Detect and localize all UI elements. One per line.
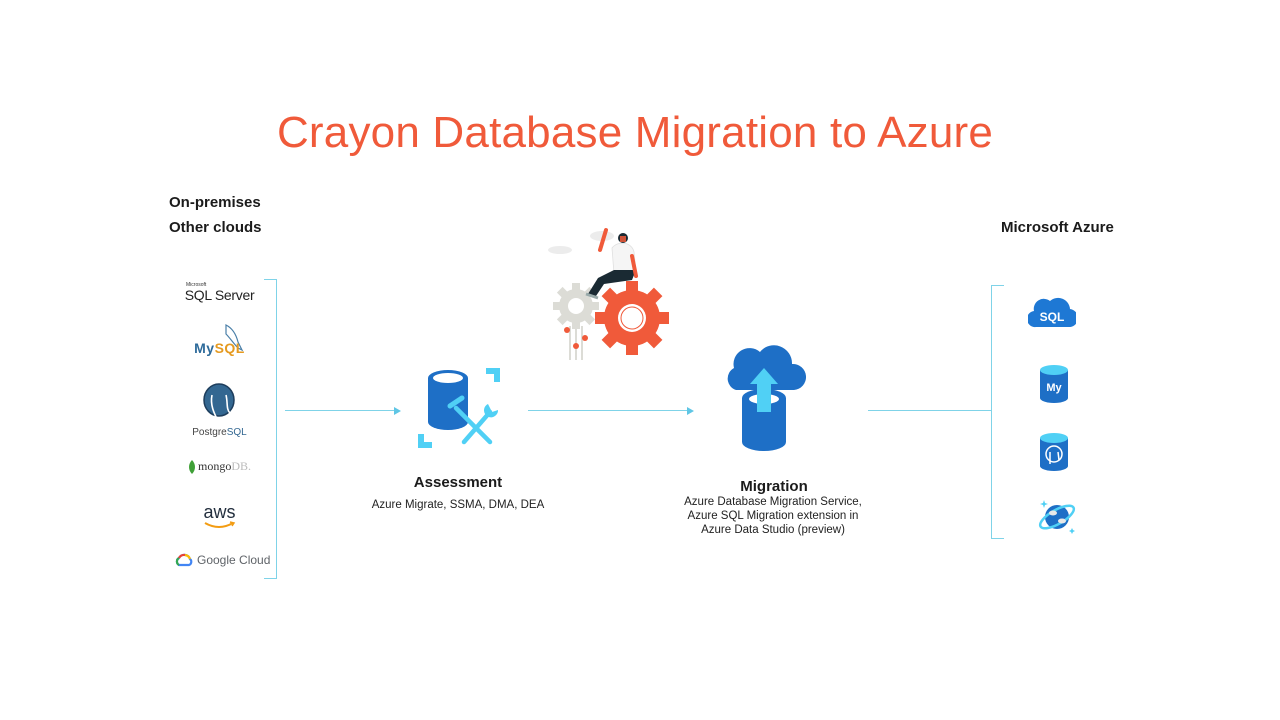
- planet-icon: [1038, 500, 1076, 534]
- logo-sql-server: Microsoft SQL Server: [172, 282, 267, 303]
- azure-postgresql-icon: [1038, 432, 1070, 472]
- elephant-icon: [1040, 433, 1068, 471]
- elephant-icon: [203, 383, 235, 422]
- arrow-head-icon: [394, 407, 401, 415]
- logo-google-cloud: Google Cloud: [175, 553, 270, 567]
- source-label-on-premises: On-premises: [169, 194, 261, 211]
- logo-mongodb-b: DB.: [231, 459, 251, 473]
- aws-smile-icon: [204, 521, 236, 528]
- logo-mysql-my: My: [194, 340, 215, 356]
- database-tools-icon: [418, 368, 500, 448]
- azure-sql-icon: SQL: [1028, 293, 1076, 329]
- google-cloud-icon: [175, 553, 193, 567]
- logo-mysql: MySQL: [172, 322, 267, 356]
- logo-mysql-sql: SQL: [214, 340, 245, 356]
- connector-source-assessment: [285, 410, 395, 411]
- migration-subtitle-line: Azure Data Studio (preview): [701, 524, 845, 536]
- dolphin-icon: [225, 324, 244, 352]
- azure-cosmos-db-icon: [1036, 496, 1078, 536]
- migration-subtitle: Azure Database Migration Service, Azure …: [660, 495, 886, 537]
- page-title: Crayon Database Migration to Azure: [276, 108, 994, 157]
- connector-assessment-migration: [528, 410, 688, 411]
- migration-subtitle-line: Azure Database Migration Service,: [684, 496, 862, 508]
- assessment-subtitle: Azure Migrate, SSMA, DMA, DEA: [371, 499, 545, 511]
- leaf-icon: [188, 459, 195, 474]
- migration-icon: [722, 342, 806, 458]
- logo-mongodb-a: mongo: [197, 459, 232, 473]
- logo-sql-server-text: SQL Server: [184, 287, 255, 303]
- logo-google-cloud-text: Google Cloud: [197, 553, 271, 567]
- logo-postgresql-b: SQL: [226, 427, 247, 438]
- arrow-head-icon: [687, 407, 694, 415]
- logo-sql-server-small: Microsoft: [186, 282, 207, 288]
- gears-illustration: [540, 222, 680, 367]
- logo-aws-text: aws: [203, 502, 236, 522]
- source-bracket: [264, 279, 277, 579]
- assessment-title: Assessment: [413, 474, 503, 491]
- migration-title: Migration: [740, 478, 808, 495]
- migration-subtitle-line: Azure SQL Migration extension in: [687, 510, 859, 522]
- person-on-gears-icon: [548, 228, 669, 360]
- cloud-upload-database-icon: [727, 345, 806, 451]
- target-label: Microsoft Azure: [1001, 219, 1114, 236]
- logo-postgresql: PostgreSQL: [172, 383, 267, 438]
- azure-mysql-icon: My: [1038, 364, 1070, 404]
- azure-sql-glyph: SQL: [1040, 310, 1065, 324]
- logo-aws: aws: [172, 503, 267, 531]
- source-label-other-clouds: Other clouds: [169, 219, 262, 236]
- target-bracket: [991, 285, 1004, 539]
- connector-migration-azure: [868, 410, 991, 411]
- assessment-icon: [414, 364, 504, 454]
- logo-postgresql-a: Postgre: [192, 427, 227, 438]
- azure-mysql-glyph: My: [1046, 382, 1062, 394]
